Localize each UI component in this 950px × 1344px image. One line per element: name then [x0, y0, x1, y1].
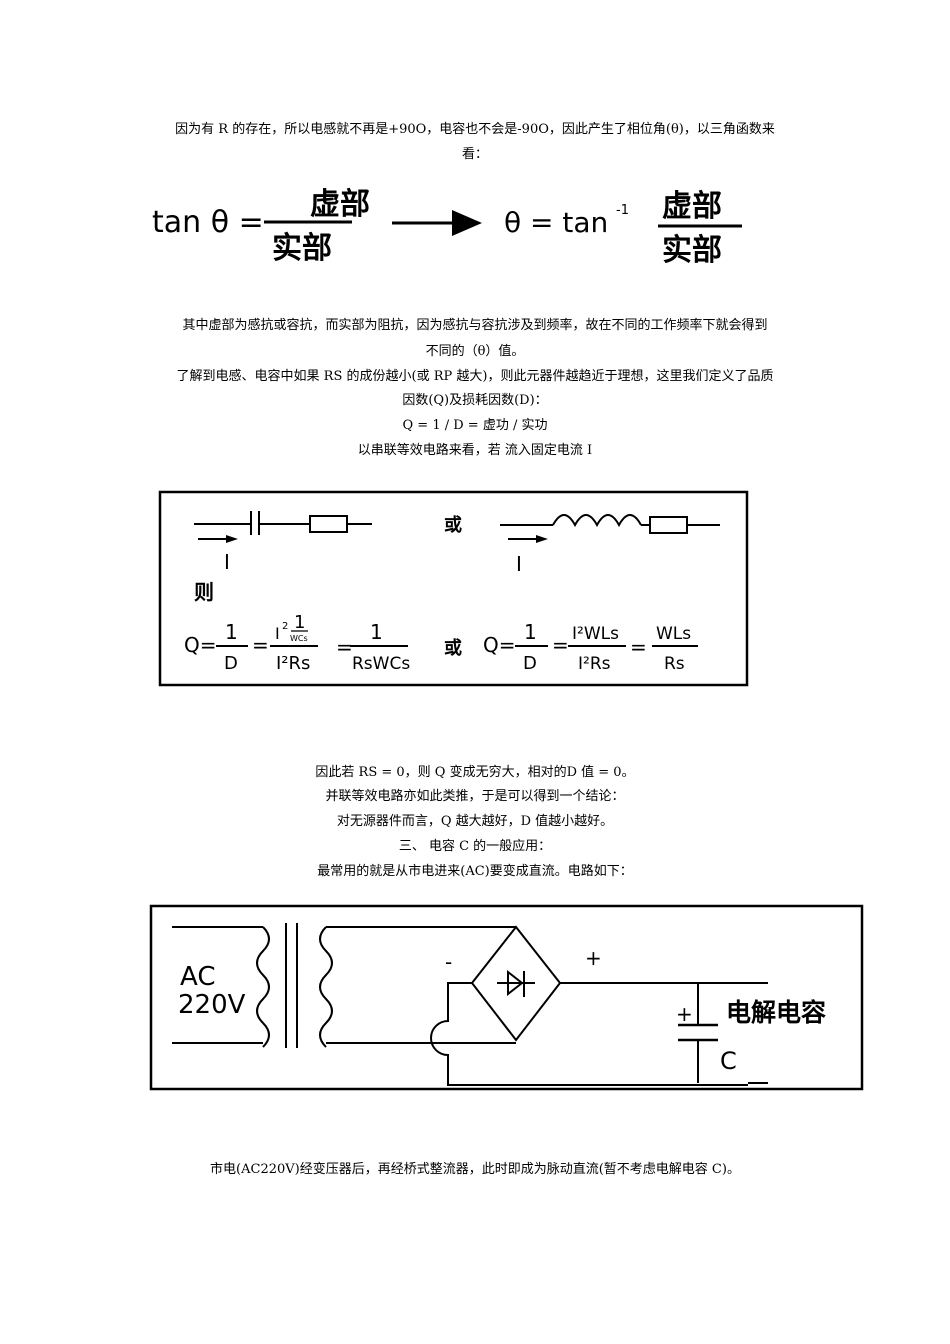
svg-text:I²Rs: I²Rs [276, 653, 310, 674]
svg-text:I²WLs: I²WLs [572, 624, 619, 644]
svg-text:1: 1 [370, 620, 383, 644]
inductor-icon [552, 514, 642, 528]
q-formula-capacitor: Q= 1 D = I 2 1 WCs I²Rs = 1 RsWCs [184, 612, 410, 674]
series-circuit-figure: I 或 I 则 Q= 1 D = I 2 1 WCs I²Rs [158, 489, 750, 693]
para3-line-1: 市电(AC220V)经变压器后，再经桥式整流器，此时即成为脉动直流(暂不考虑电解… [210, 1162, 740, 1177]
resistor-icon [649, 516, 688, 534]
intro-line-2: 看： [461, 147, 488, 162]
svg-text:1: 1 [225, 620, 238, 644]
svg-text:WCs: WCs [290, 634, 308, 643]
resistor-icon [309, 515, 348, 533]
para1-line-3: 了解到电感、电容中如果 RS 的成份越小(或 RP 越大)，则此元器件越趋近于理… [176, 369, 774, 384]
tan-numerator: 虚部 [310, 187, 370, 222]
electrolytic-capacitor-icon [678, 983, 718, 1083]
svg-text:=: = [630, 635, 647, 659]
svg-text:I: I [275, 624, 280, 643]
figure-border [149, 904, 864, 1091]
plus-label: + [585, 946, 602, 970]
arctan-numerator: 虚部 [662, 189, 722, 224]
transformer-icon [172, 923, 333, 1048]
svg-text:Rs: Rs [664, 654, 685, 674]
svg-text:1: 1 [524, 620, 537, 644]
arctan-denominator: 实部 [662, 233, 722, 268]
or-label: 或 [444, 637, 462, 659]
q-formula-inductor: Q= 1 D = I²WLs I²Rs = WLs Rs [483, 620, 698, 674]
svg-text:Q=: Q= [184, 633, 217, 657]
svg-text:1: 1 [294, 612, 305, 633]
para1-line-2: 不同的（θ）值。 [425, 344, 525, 359]
para2-line-5: 最常用的就是从市电进来(AC)要变成直流。电路如下： [317, 864, 633, 879]
svg-text:=: = [336, 635, 353, 659]
para1-line-4: 因数(Q)及损耗因数(D)： [402, 393, 548, 408]
tan-denominator: 实部 [272, 231, 332, 266]
bridge-rectifier-icon [470, 925, 562, 1042]
svg-text:Q=: Q= [483, 633, 516, 657]
svg-text:D: D [224, 653, 238, 674]
svg-text:WLs: WLs [656, 624, 691, 644]
rectifier-circuit-figure: AC 220V - + + 电解电容 C [148, 903, 866, 1099]
source-label-ac: AC [180, 962, 215, 992]
capacitor-name-label: 电解电容 [726, 998, 826, 1027]
diode-icon [507, 969, 524, 997]
current-label: I [516, 552, 522, 576]
capacitor-resistor-circuit [194, 511, 372, 543]
para2-line-3: 对无源器件而言，Q 越大越好，D 值越小越好。 [336, 814, 614, 829]
arctan-exponent: -1 [616, 203, 629, 218]
svg-text:=: = [252, 633, 269, 657]
svg-text:RsWCs: RsWCs [352, 654, 410, 674]
tan-formula: tan θ = 虚部 实部 θ = tan -1 虚部 实部 [140, 178, 760, 282]
right-arrow-icon [392, 210, 482, 236]
para2-line-1: 因此若 RS = 0，则 Q 变成无穷大，相对的D 值 = 0。 [315, 765, 635, 780]
para1-line-1: 其中虚部为感抗或容抗，而实部为阻抗，因为感抗与容抗涉及到频率，故在不同的工作频率… [182, 318, 768, 333]
para1-line-5: Q = 1 / D = 虚功 / 实功 [402, 418, 548, 433]
svg-text:I²Rs: I²Rs [578, 654, 611, 674]
para2-line-2: 并联等效电路亦如此类推，于是可以得到一个结论： [325, 789, 625, 804]
inductor-resistor-circuit [500, 514, 720, 543]
or-label: 或 [444, 514, 462, 536]
cap-plus-label: + [676, 1002, 693, 1026]
source-label-voltage: 220V [178, 990, 246, 1020]
svg-text:D: D [523, 653, 537, 674]
para1-line-6: 以串联等效电路来看，若 流入固定电流 I [357, 443, 593, 458]
intro-line-1: 因为有 R 的存在，所以电感就不再是+90O，电容也不会是-90O，因此产生了相… [175, 122, 775, 137]
arctan-prefix: θ = tan [504, 206, 608, 239]
tan-lhs: tan θ = [152, 205, 264, 240]
figure-border [158, 490, 749, 687]
minus-label: - [445, 950, 452, 974]
then-label: 则 [194, 580, 214, 604]
svg-text:2: 2 [282, 621, 288, 632]
svg-text:=: = [552, 633, 569, 657]
current-label: I [224, 550, 230, 574]
capacitor-c-label: C [720, 1047, 737, 1075]
return-wire [430, 982, 748, 1086]
para2-line-4: 三、 电容 C 的一般应用： [398, 839, 552, 854]
